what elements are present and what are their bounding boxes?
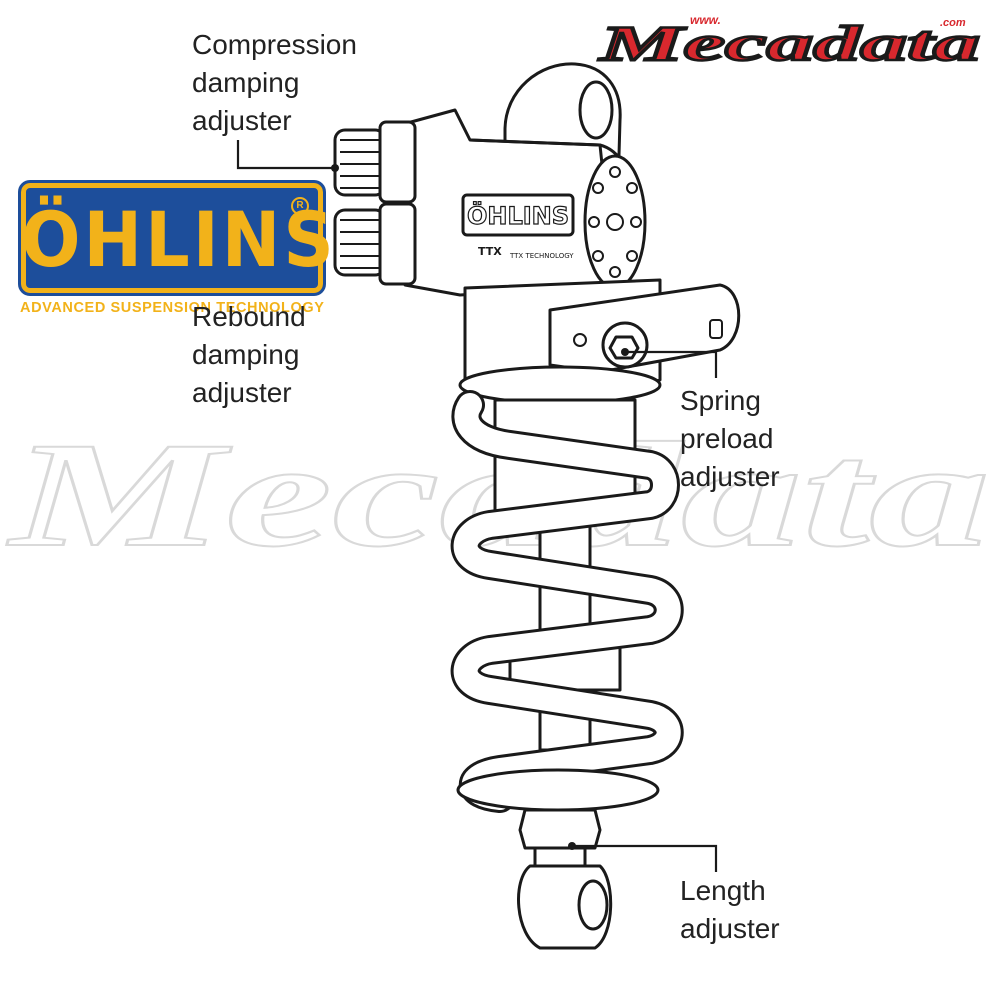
preload-arm <box>548 283 741 374</box>
body-logo-text: ÖHLINS <box>467 200 569 230</box>
logo-prefix: www. <box>690 13 721 27</box>
label-line: Compression <box>192 29 357 60</box>
leader-compression <box>236 140 335 170</box>
length-adjuster-thread <box>533 846 587 868</box>
label-line: adjuster <box>680 461 780 492</box>
label-line: Length <box>680 875 766 906</box>
label-line: Spring <box>680 385 761 416</box>
top-eye-hole <box>578 80 614 140</box>
label-compression-damping-adjuster: Compression damping adjuster <box>192 26 357 140</box>
label-spring-preload-adjuster: Spring preload adjuster <box>680 382 780 496</box>
leader-spring <box>625 350 718 378</box>
label-rebound-damping-adjuster: Rebound damping adjuster <box>192 298 306 412</box>
label-line: damping <box>192 339 300 370</box>
label-line: adjuster <box>680 913 780 944</box>
label-line: preload <box>680 423 774 454</box>
bottom-eye-hole <box>577 879 609 931</box>
ohlins-wordmark: ÖHLINS <box>21 195 337 285</box>
logo-suffix: .com <box>940 17 966 29</box>
label-line: adjuster <box>192 105 292 136</box>
lower-spring-seat <box>456 768 660 812</box>
mecadata-logo: www. .com Mecadata <box>597 13 981 68</box>
logo-brand: Mecadata <box>598 15 980 68</box>
registered-icon: R <box>291 197 309 215</box>
compression-knob <box>333 120 417 204</box>
ttx-mark: TTX <box>478 245 502 258</box>
length-adjuster-nut <box>518 808 602 850</box>
upper-spring-seat <box>458 365 662 405</box>
label-length-adjuster: Length adjuster <box>680 872 780 948</box>
rebound-knob <box>333 202 417 286</box>
label-line: damping <box>192 67 300 98</box>
body-logo-plate <box>461 193 575 237</box>
label-line: Rebound <box>192 301 306 332</box>
ohlins-badge-inner <box>27 189 317 287</box>
ttx-text: TTX TECHNOLOGY <box>509 252 574 260</box>
coil-spring <box>450 390 684 813</box>
leader-length <box>572 844 718 872</box>
label-line: adjuster <box>192 377 292 408</box>
ohlins-tagline: ADVANCED SUSPENSION TECHNOLOGY <box>20 300 325 316</box>
ohlins-badge: ÖHLINS R <box>18 180 337 296</box>
